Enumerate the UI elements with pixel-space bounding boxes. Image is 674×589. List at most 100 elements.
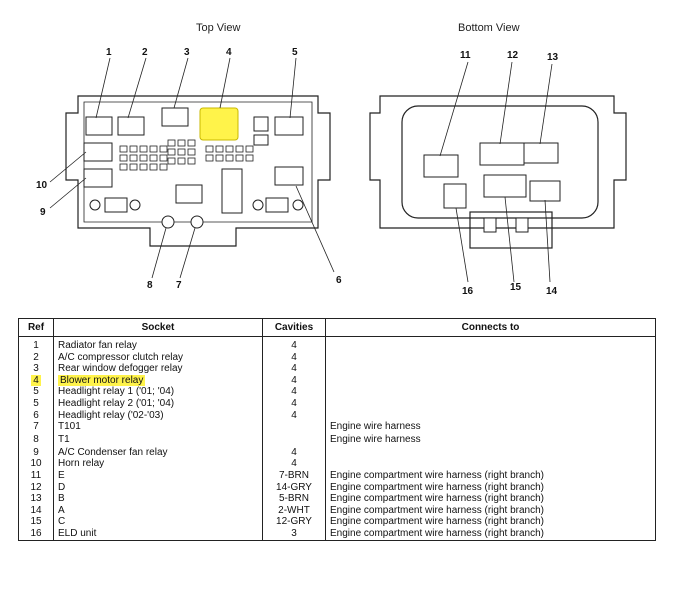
cell-cavities: 12-GRY [262,516,326,528]
callout-11: 11 [460,50,471,61]
callout-7: 7 [176,280,182,291]
cavities-text: 4 [291,397,297,409]
ref-text: 12 [30,481,42,493]
fuse-slot [119,145,128,153]
cell-ref: 3 [18,363,54,375]
socket-text: B [58,493,65,505]
cell-ref: 5 [18,386,54,398]
callout-8: 8 [147,280,153,291]
cavities-text: 2-WHT [278,504,310,516]
socket-3 [161,107,189,127]
fuse-slot [205,154,214,162]
fuse-slot [129,154,138,162]
cell-ref: 10 [18,458,54,470]
fuse-slot [215,154,224,162]
socket-text: A/C Condenser fan relay [58,446,168,458]
connector [265,197,289,213]
connector-13 [523,142,559,164]
ref-text: 13 [30,493,42,505]
ref-text: 10 [30,458,42,470]
connects-text: Engine compartment wire harness (right b… [330,493,544,505]
ref-text: 6 [33,409,39,421]
fuse-slot [253,134,269,146]
cell-connects: Engine wire harness [325,421,656,433]
fuse-slot [253,116,269,132]
fuse-slot [129,145,138,153]
fuse-slot [167,157,176,165]
bottom-view-title: Bottom View [458,22,520,34]
ref-text: 5 [33,397,39,409]
cell-cavities [262,421,326,433]
fuse-slot [149,154,158,162]
fuse-slot [187,148,196,156]
callout-15: 15 [510,282,522,293]
fuse-slot [187,157,196,165]
connects-text: Engine wire harness [330,421,421,433]
callout-13: 13 [547,52,559,63]
table-row: 6 Headlight relay ('02-'03) 4 [18,409,656,422]
cell-cavities: 2-WHT [262,504,326,517]
fuse-slot [177,148,186,156]
cell-socket: ELD unit [53,527,263,541]
cell-ref: 11 [18,469,54,482]
fuse-slot [221,168,243,214]
cell-socket: Horn relay [53,458,263,470]
screw-icon [129,199,141,211]
cell-socket: C [53,516,263,528]
cavities-text: 4 [291,409,297,421]
cell-cavities: 4 [262,397,326,410]
tab [515,217,529,233]
ref-text: 9 [33,446,39,458]
socket-text: Blower motor relay [58,374,146,386]
callout-14: 14 [546,286,558,297]
cell-ref: 15 [18,516,54,528]
fuse-slot [139,154,148,162]
cell-ref: 5 [18,397,54,410]
cell-connects: Engine compartment wire harness (right b… [325,481,656,494]
callout-2: 2 [142,47,148,58]
cell-connects [325,458,656,470]
socket-text: Rear window defogger relay [58,363,183,375]
socket-10 [83,142,113,162]
cell-cavities: 4 [262,374,326,387]
socket-text: A/C compressor clutch relay [58,351,184,363]
cell-ref: 16 [18,527,54,541]
ref-text: 8 [33,433,39,445]
socket-text: Radiator fan relay [58,340,137,351]
cell-cavities: 4 [262,458,326,470]
cell-ref: 1 [18,336,54,352]
fuse-slot [167,139,176,147]
fuse-slot [139,145,148,153]
connects-text: Engine compartment wire harness (right b… [330,469,544,481]
connector [104,197,128,213]
header-ref: Ref [18,318,54,337]
fuse-slot [119,163,128,171]
fuse-slot [225,154,234,162]
cell-connects [325,446,656,459]
cell-socket: A/C Condenser fan relay [53,446,263,459]
cavities-text: 5-BRN [278,493,309,505]
fuse-slot [225,145,234,153]
fuse-slot [167,148,176,156]
socket-2 [117,116,145,136]
fuse-slot [245,145,254,153]
cavities-text: 4 [291,458,297,470]
cell-socket: Headlight relay ('02-'03) [53,409,263,422]
fuse-slot [245,154,254,162]
connector-15 [483,174,527,198]
callout-6: 6 [336,275,342,286]
cell-socket: E [53,469,263,482]
fuse-box-diagram: 1 2 3 4 5 6 7 8 9 10 11 12 13 14 [36,47,627,297]
fuse-slot [215,145,224,153]
cell-connects [325,374,656,387]
cell-connects: Engine compartment wire harness (right b… [325,527,656,541]
